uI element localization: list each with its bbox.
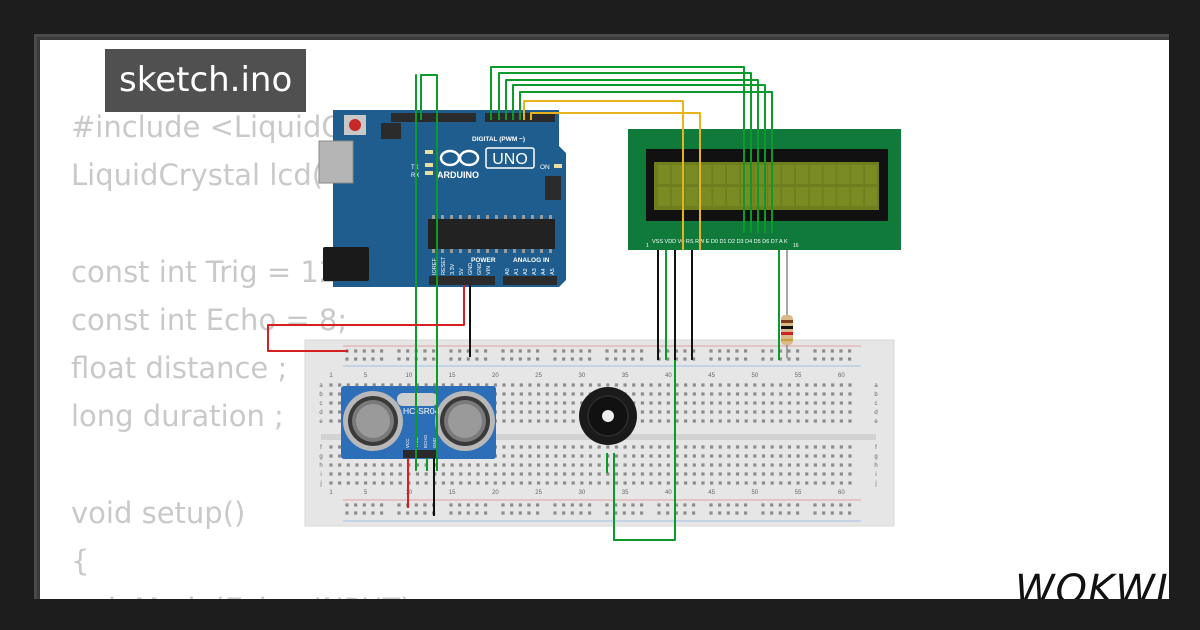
- lcd-pin-last: 16: [793, 243, 799, 249]
- row-label: e: [319, 419, 323, 425]
- wokwi-logo: WOKWI: [1015, 567, 1169, 599]
- wokwi-logo-text: WOKWI: [1015, 567, 1169, 599]
- code-line: pinMode(Echo, INPUT);: [71, 585, 475, 599]
- column-label: 25: [535, 490, 542, 496]
- circuit-diagram: 1155101015152020252530303535404045455050…: [267, 66, 901, 541]
- column-label: 10: [406, 490, 413, 496]
- column-label: 55: [795, 373, 802, 379]
- row-label: g: [874, 454, 877, 460]
- lcd-pin-labels: VSS VDD V0 RS RW E D0 D1 D2 D3 D4 D5 D6 …: [652, 239, 788, 245]
- analog-pin-label: A3: [532, 268, 538, 275]
- canvas-frame: #include <LiquidCrystal.h>LiquidCrystal …: [34, 34, 1169, 599]
- power-pin-label: VIN: [486, 266, 492, 275]
- column-label: 50: [752, 373, 759, 379]
- column-label: 1: [329, 490, 333, 496]
- column-label: 5: [364, 373, 368, 379]
- code-line: void setup(): [71, 495, 246, 530]
- row-label: i: [320, 472, 321, 478]
- code-line: const int Echo = 8;: [71, 302, 348, 337]
- row-label: e: [874, 419, 878, 425]
- power-pin-label: RESET: [441, 256, 447, 275]
- analog-pin-label: A0: [505, 268, 511, 275]
- column-label: 5: [364, 490, 368, 496]
- arduino-uno-board[interactable]: UNO ARDUINO DIGITAL (PWM ~) POWER ANALOG…: [318, 110, 566, 287]
- on-led-label: ON: [540, 164, 550, 171]
- sensor-pin-label: ECHO: [423, 434, 428, 448]
- row-label: c: [875, 401, 878, 407]
- column-label: 35: [622, 490, 629, 496]
- lcd-pin-first: 1: [646, 243, 649, 249]
- power-pin-label: IOREF: [432, 258, 438, 275]
- digital-header-label: DIGITAL (PWM ~): [472, 136, 525, 143]
- row-label: h: [319, 463, 322, 469]
- row-label: f: [875, 445, 877, 451]
- column-label: 15: [449, 373, 456, 379]
- column-label: 45: [708, 490, 715, 496]
- code-line: {: [71, 543, 90, 578]
- power-pin-label: GND: [477, 263, 483, 275]
- column-label: 60: [838, 373, 845, 379]
- row-label: b: [319, 392, 323, 398]
- code-line: LiquidCrystal lcd(: [71, 158, 324, 193]
- column-label: 40: [665, 373, 672, 379]
- sensor-label: HC-SR04: [403, 406, 440, 416]
- power-pin-label: 5V: [459, 268, 465, 275]
- power-pin-label: GND: [468, 263, 474, 275]
- column-label: 60: [838, 490, 845, 496]
- analog-header-label: ANALOG IN: [513, 257, 550, 264]
- column-label: 40: [665, 490, 672, 496]
- resistor[interactable]: [781, 250, 793, 358]
- column-label: 50: [752, 490, 759, 496]
- row-label: f: [320, 445, 322, 451]
- row-label: i: [875, 472, 876, 478]
- sensor-pin-label: GND: [432, 437, 437, 448]
- transducer-left-icon: [343, 391, 403, 451]
- arduino-model-label: UNO: [492, 151, 528, 168]
- arduino-logo-icon: [439, 149, 480, 167]
- row-label: g: [319, 454, 322, 460]
- row-label: c: [320, 401, 323, 407]
- transducer-right-icon: [435, 391, 495, 451]
- arduino-brand-label: ARDUINO: [437, 170, 479, 180]
- analog-pin-label: A5: [550, 268, 556, 275]
- column-label: 35: [622, 373, 629, 379]
- row-label: a: [319, 383, 323, 389]
- column-label: 30: [579, 490, 586, 496]
- row-label: a: [874, 383, 878, 389]
- row-label: j: [874, 481, 876, 487]
- power-header-label: POWER: [471, 257, 496, 264]
- column-label: 25: [535, 373, 542, 379]
- row-label: b: [874, 392, 878, 398]
- code-line: long duration ;: [71, 399, 284, 434]
- column-label: 20: [492, 490, 499, 496]
- breadboard-labels: 1155101015152020252530303535404045455050…: [319, 373, 878, 496]
- power-pin-label: 3.3V: [450, 263, 456, 275]
- file-title-tab[interactable]: sketch.ino: [105, 49, 307, 112]
- column-label: 1: [329, 373, 333, 379]
- analog-pin-label: A2: [523, 268, 529, 275]
- analog-pin-label: A1: [514, 268, 520, 275]
- buzzer[interactable]: [579, 387, 637, 445]
- column-label: 30: [579, 373, 586, 379]
- column-label: 15: [449, 490, 456, 496]
- wires: [267, 66, 780, 541]
- code-line: float distance ;: [71, 350, 288, 385]
- row-label: d: [874, 410, 877, 416]
- column-label: 20: [492, 373, 499, 379]
- analog-pin-label: A4: [541, 268, 547, 275]
- column-label: 10: [406, 373, 413, 379]
- column-label: 45: [708, 373, 715, 379]
- row-label: d: [319, 410, 322, 416]
- row-label: h: [874, 463, 877, 469]
- column-label: 55: [795, 490, 802, 496]
- row-label: j: [319, 481, 321, 487]
- sensor-pin-label: VCC: [405, 438, 410, 448]
- tx-led-label: TX: [411, 165, 419, 171]
